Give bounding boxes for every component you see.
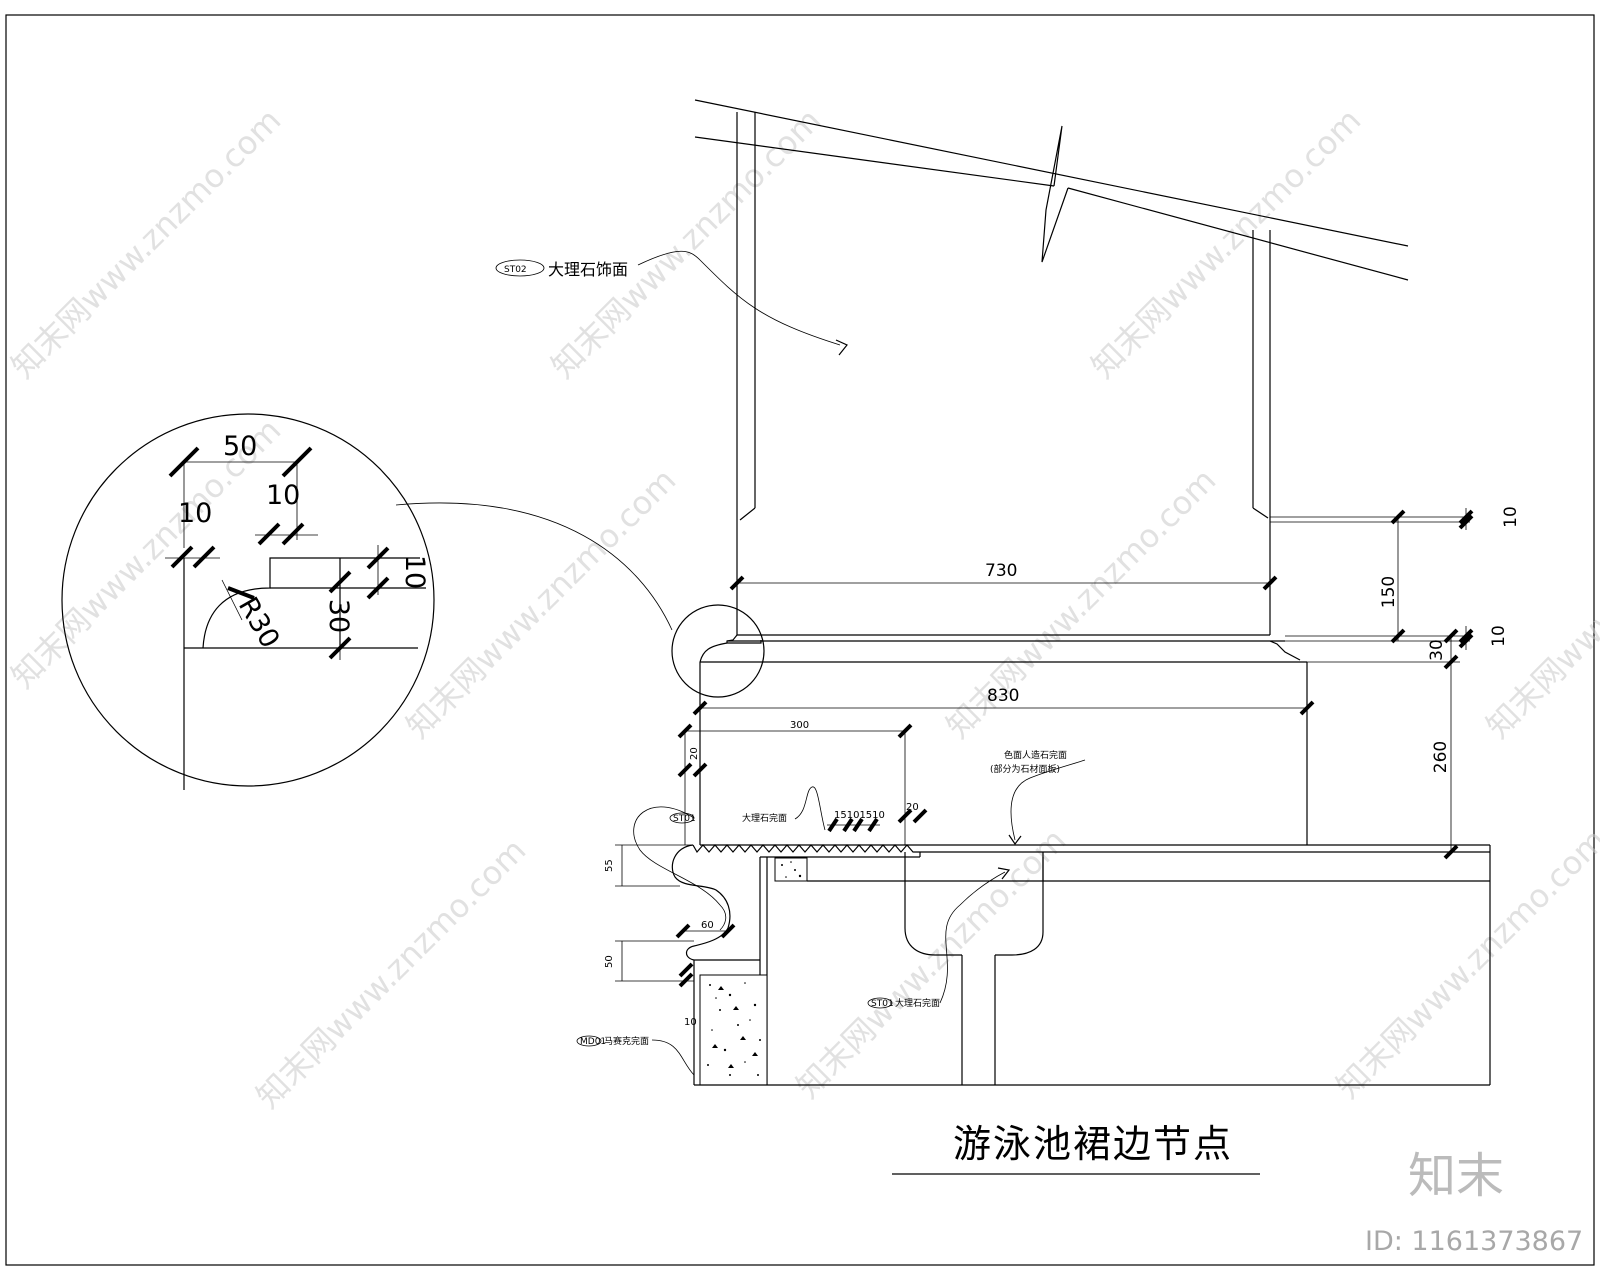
dimension-left-cluster: 300 20 20 15101510 55 50 60 10 xyxy=(604,720,928,1028)
annotation-bottom: MD01 马赛克完面 xyxy=(576,1035,695,1076)
watermark-tile: 知末网www.znzmo.com xyxy=(1329,821,1600,1106)
watermark-tile: 知末网www.znzmo.com xyxy=(939,461,1223,746)
deck-note-1: 色面人造石完面 xyxy=(1004,749,1067,761)
concrete-hatch xyxy=(707,861,802,1076)
marble-wall xyxy=(694,99,1470,845)
dim-260-label: 260 xyxy=(1431,741,1451,773)
drawing-title: 游泳池裙边节点 xyxy=(953,1122,1233,1166)
annotation-deck: 色面人造石完面 (部分为石材面板) xyxy=(990,749,1086,846)
watermark-tile: 知末网www.znzmo.com xyxy=(544,101,829,386)
dim-20-mid-label: 20 xyxy=(906,802,919,813)
deck-note-2: (部分为石材面板) xyxy=(990,763,1060,775)
dim-30-label: 30 xyxy=(1427,639,1447,661)
dimension-730: 730 xyxy=(729,561,1278,591)
detail-d10-b-label: 10 xyxy=(178,498,212,529)
drawing-frame xyxy=(5,14,1595,1266)
dim-15-label: 15101510 xyxy=(834,810,885,821)
watermark-tile: 知末网www.znzmo.com xyxy=(1084,101,1369,386)
detail-d10-c-label: 10 xyxy=(399,555,430,589)
dim-150-label: 150 xyxy=(1379,576,1399,608)
callout-leader xyxy=(395,502,673,631)
annotation-left: ST01 大理石完面 xyxy=(633,786,826,931)
watermark-tile: 知末网www.znzmo.com xyxy=(1479,461,1600,746)
detail-d50-label: 50 xyxy=(223,431,257,462)
detail-d30-label: 30 xyxy=(323,599,354,633)
watermark-logo: 知末 xyxy=(1408,1148,1504,1204)
marble-label: 大理石饰面 xyxy=(548,260,628,279)
watermark-tile: 知末网www.znzmo.com xyxy=(789,821,1073,1106)
watermark-id: ID: 1161373867 xyxy=(1365,1226,1583,1257)
dim-55-label: 55 xyxy=(604,859,615,872)
pool-edge-section xyxy=(671,844,1491,1086)
detail-d10-a-label: 10 xyxy=(266,480,300,511)
annotation-marble: ST02 大理石饰面 xyxy=(495,250,848,356)
dim-830-label: 830 xyxy=(987,686,1019,706)
dimension-830: 830 xyxy=(692,686,1315,716)
watermark-layer: 知末网www.znzmo.com 知末网www.znzmo.com 知末网www… xyxy=(4,101,1600,1257)
annotation-inner: ST01 大理石完面 xyxy=(867,867,1011,1009)
left-tag: ST01 xyxy=(673,814,696,824)
watermark-tile: 知末网www.znzmo.com xyxy=(249,831,534,1116)
dim-730-label: 730 xyxy=(985,561,1017,581)
dim-10-mid-label: 10 xyxy=(1489,625,1509,647)
left-note: 大理石完面 xyxy=(742,812,787,824)
bottom-tag: MD01 xyxy=(580,1037,606,1047)
dim-10-bottom-label: 10 xyxy=(684,1017,697,1028)
watermark-tile: 知末网www.znzmo.com xyxy=(4,101,289,386)
marble-tag: ST02 xyxy=(504,265,527,275)
inner-tag: ST01 xyxy=(871,999,894,1009)
bottom-note: 马赛克完面 xyxy=(604,1035,649,1047)
dim-300-label: 300 xyxy=(790,720,809,731)
dimension-right-stack: 150 10 10 30 260 xyxy=(1379,506,1521,860)
dim-50-side-label: 50 xyxy=(604,955,615,968)
dim-60-label: 60 xyxy=(701,920,714,931)
dim-10-top-label: 10 xyxy=(1501,506,1521,528)
callout-circle xyxy=(671,604,765,698)
dim-20-left-label: 20 xyxy=(689,747,700,760)
detail-r30-label: R30 xyxy=(232,592,285,654)
inner-note: 大理石完面 xyxy=(895,997,940,1009)
watermark-tile: 知末网www.znzmo.com xyxy=(399,461,684,746)
